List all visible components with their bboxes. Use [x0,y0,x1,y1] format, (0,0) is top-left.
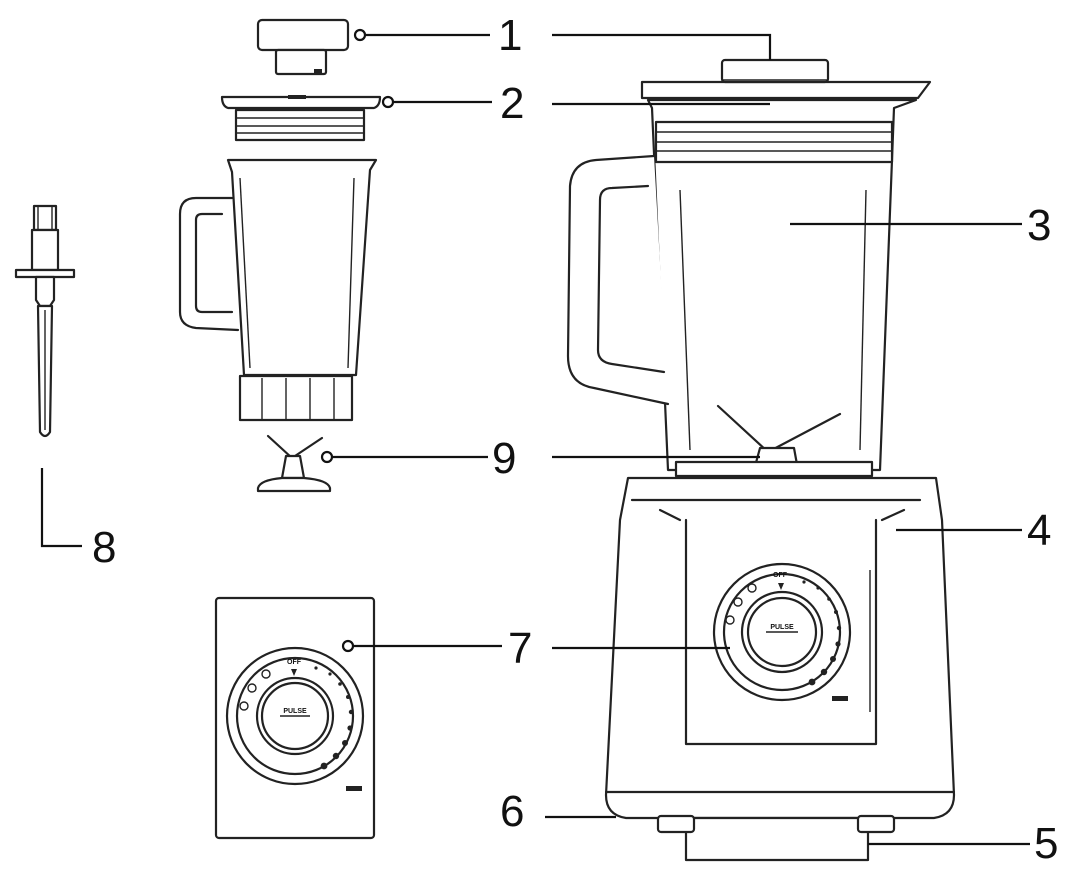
callout-leaders [40,28,1030,846]
callout-label-3: 3 [1027,201,1051,250]
callout-label-8: 8 [92,523,116,572]
callout-dot-2 [381,95,395,109]
callout-label-6: 6 [500,787,524,836]
tamper-part [14,204,76,438]
jar-part [178,158,378,422]
callout-label-5: 5 [1034,819,1058,868]
measuring-cap-part [256,18,350,76]
callout-dot-1 [353,28,367,42]
control-panel-part: PULSE OFF [214,596,376,840]
blade-part [256,434,332,493]
callout-label-9: 9 [492,434,516,483]
callout-label-2: 2 [500,79,524,128]
callout-label-4: 4 [1027,506,1051,555]
callout-label-1: 1 [498,11,522,60]
base-pulse-label: PULSE [770,624,794,631]
lid-part [220,95,382,142]
panel-pulse-label: PULSE [283,708,307,715]
base-off-label: OFF [773,572,788,579]
callout-label-7: 7 [508,624,532,673]
callout-dot-9 [320,450,334,464]
callout-labels: 1 2 3 4 5 6 7 8 9 [92,11,1058,868]
assembled-blender: PULSE OFF [566,58,956,862]
panel-off-label: OFF [287,659,302,666]
